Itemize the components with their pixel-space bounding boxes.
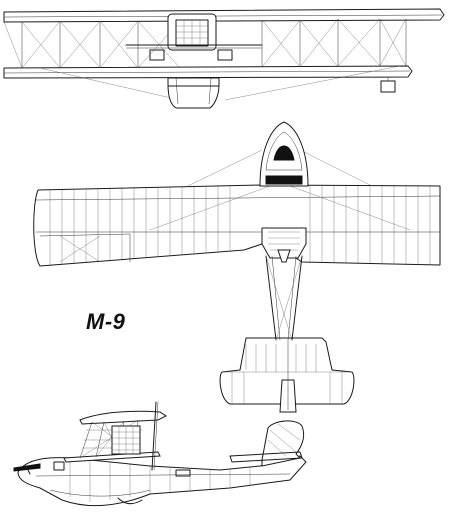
side-view xyxy=(13,401,307,507)
top-view xyxy=(33,121,441,413)
aircraft-designation-label: M-9 xyxy=(86,309,126,334)
front-view xyxy=(3,8,445,109)
